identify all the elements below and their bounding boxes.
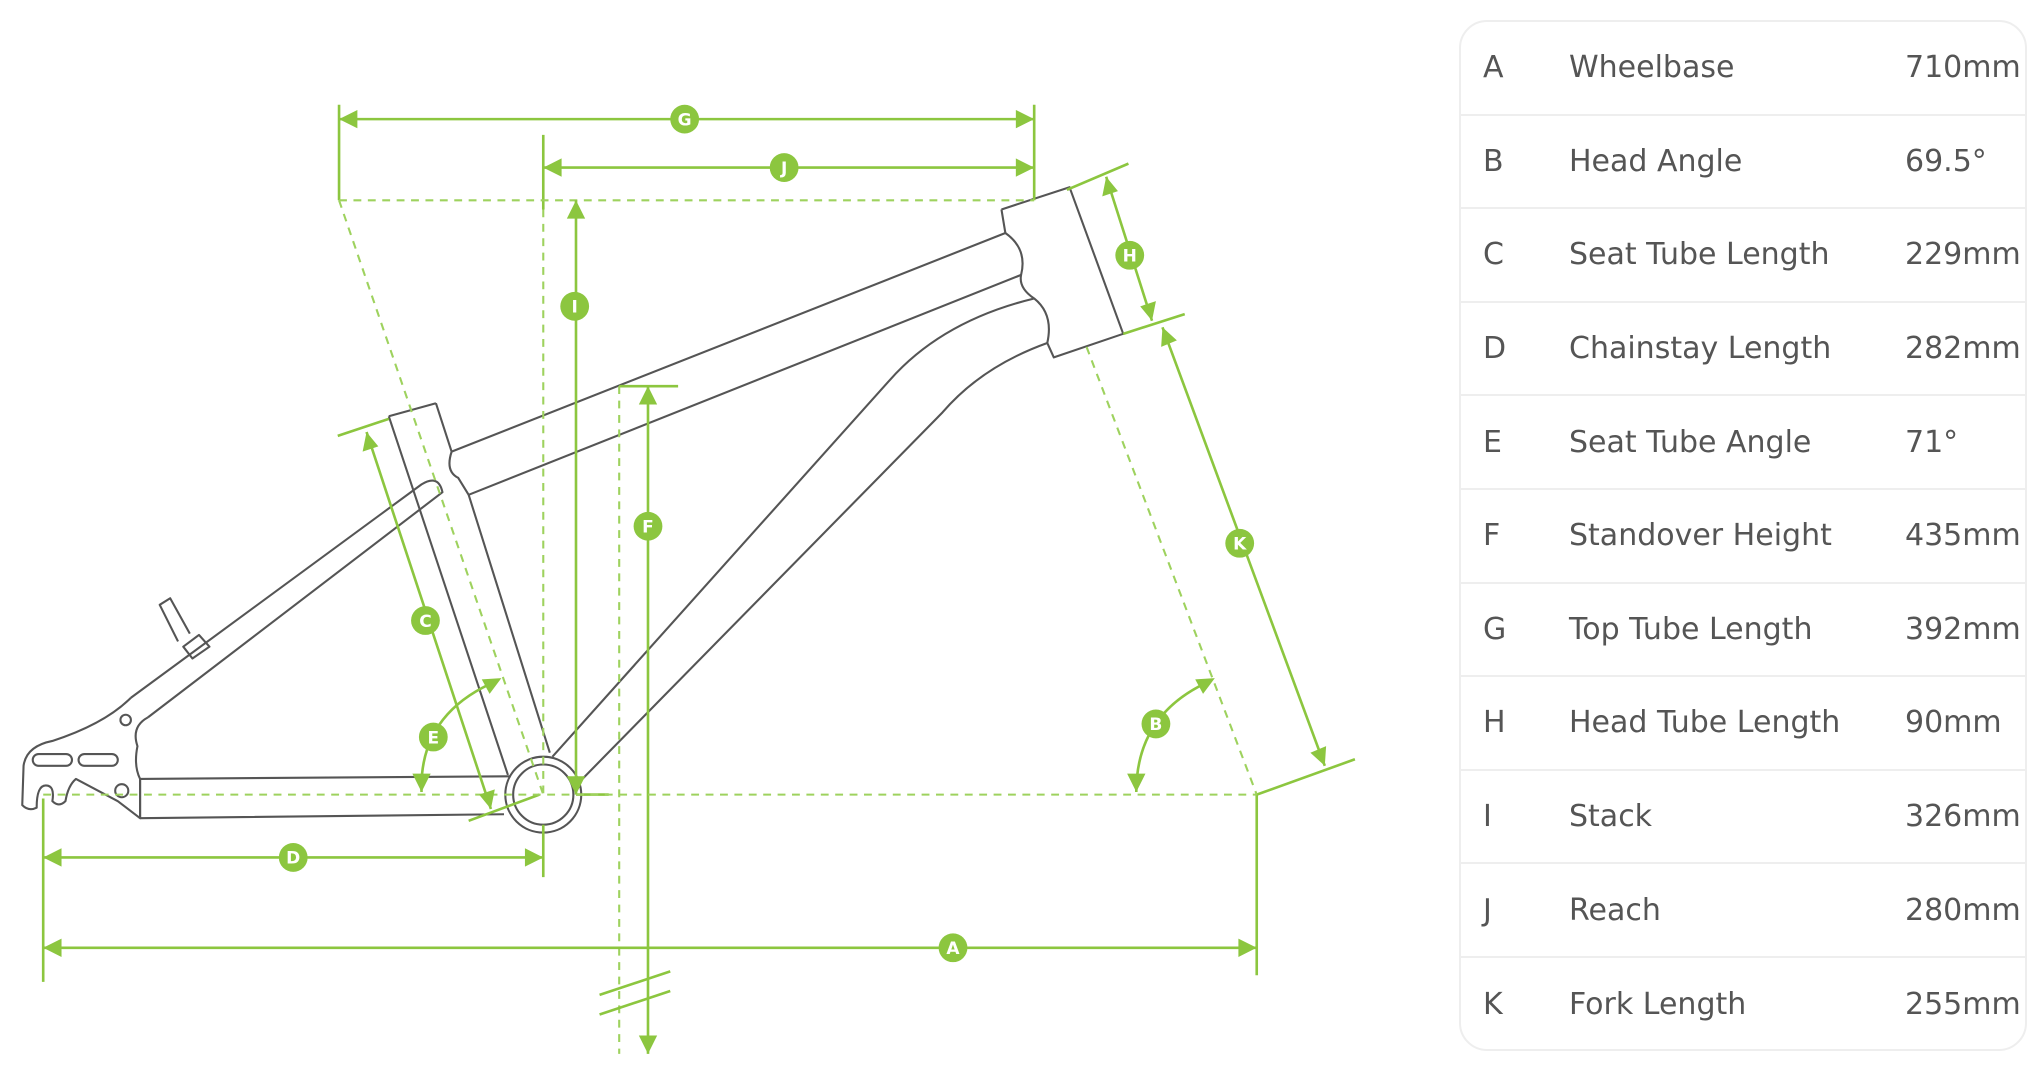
spec-key: B — [1483, 143, 1504, 179]
svg-text:K: K — [1233, 535, 1247, 555]
svg-text:E: E — [427, 728, 439, 748]
label-j: J — [769, 153, 799, 182]
label-e: E — [418, 722, 448, 752]
spec-name: Fork Length — [1569, 987, 1747, 1023]
spec-value: 392mm — [1905, 611, 2021, 647]
spec-name: Seat Tube Angle — [1569, 424, 1812, 460]
spec-row: G Top Tube Length 392mm — [1461, 584, 2025, 678]
spec-name: Stack — [1569, 799, 1653, 835]
spec-row: C Seat Tube Length 229mm — [1461, 209, 2025, 303]
spec-row: B Head Angle 69.5° — [1461, 116, 2025, 210]
svg-text:I: I — [572, 298, 578, 318]
frame-geometry-diagram: A B C D E F G H I J K — [21, 104, 1356, 1054]
label-c: C — [411, 606, 440, 635]
label-h: H — [1115, 240, 1145, 270]
spec-value: 435mm — [1905, 518, 2021, 554]
spec-row: H Head Tube Length 90mm — [1461, 677, 2025, 771]
spec-name: Seat Tube Length — [1569, 237, 1830, 273]
label-b: B — [1141, 709, 1171, 739]
svg-text:G: G — [678, 110, 692, 130]
spec-key: E — [1483, 424, 1502, 460]
spec-value: 71° — [1905, 424, 1959, 460]
spec-key: K — [1483, 987, 1503, 1023]
spec-name: Chainstay Length — [1569, 331, 1832, 367]
label-d: D — [278, 843, 308, 872]
svg-text:C: C — [419, 612, 431, 632]
spec-value: 255mm — [1905, 987, 2021, 1023]
label-k: K — [1225, 528, 1255, 558]
label-a: A — [938, 933, 968, 963]
spec-key: G — [1483, 611, 1507, 647]
spec-key: F — [1483, 518, 1501, 554]
spec-value: 69.5° — [1905, 143, 1987, 179]
spec-key: J — [1483, 892, 1492, 928]
svg-text:D: D — [286, 849, 300, 869]
spec-row: D Chainstay Length 282mm — [1461, 303, 2025, 397]
bike-frame — [21, 186, 1125, 834]
svg-text:J: J — [780, 159, 787, 179]
spec-key: C — [1483, 237, 1504, 273]
spec-key: H — [1483, 705, 1506, 741]
spec-value: 710mm — [1905, 50, 2021, 86]
spec-value: 90mm — [1905, 705, 2002, 741]
label-f: F — [633, 511, 663, 541]
spec-row: J Reach 280mm — [1461, 864, 2025, 958]
spec-name: Top Tube Length — [1569, 611, 1813, 647]
dimension-labels: A B C D E F G H I J K — [278, 104, 1255, 963]
spec-row: F Standover Height 435mm — [1461, 490, 2025, 584]
geometry-spec-table: A Wheelbase 710mm B Head Angle 69.5° C Seat T… — [1459, 20, 2027, 1051]
svg-text:A: A — [946, 939, 960, 959]
spec-key: A — [1483, 50, 1504, 86]
spec-name: Wheelbase — [1569, 50, 1735, 86]
spec-name: Head Tube Length — [1569, 705, 1841, 741]
spec-name: Reach — [1569, 892, 1661, 928]
spec-row: I Stack 326mm — [1461, 771, 2025, 865]
spec-key: I — [1483, 799, 1492, 835]
spec-name: Standover Height — [1569, 518, 1832, 554]
svg-text:B: B — [1149, 715, 1162, 735]
spec-value: 326mm — [1905, 799, 2021, 835]
spec-key: D — [1483, 331, 1507, 367]
spec-row: E Seat Tube Angle 71° — [1461, 396, 2025, 490]
spec-row: K Fork Length 255mm — [1461, 958, 2025, 1049]
label-i: I — [560, 291, 590, 321]
svg-text:F: F — [642, 518, 654, 538]
spec-value: 229mm — [1905, 237, 2021, 273]
spec-value: 282mm — [1905, 331, 2021, 367]
dimension-lines — [41, 104, 1356, 1054]
spec-name: Head Angle — [1569, 143, 1743, 179]
spec-row: A Wheelbase 710mm — [1461, 22, 2025, 116]
svg-text:H: H — [1123, 247, 1137, 267]
spec-value: 280mm — [1905, 892, 2021, 928]
label-g: G — [670, 104, 700, 134]
